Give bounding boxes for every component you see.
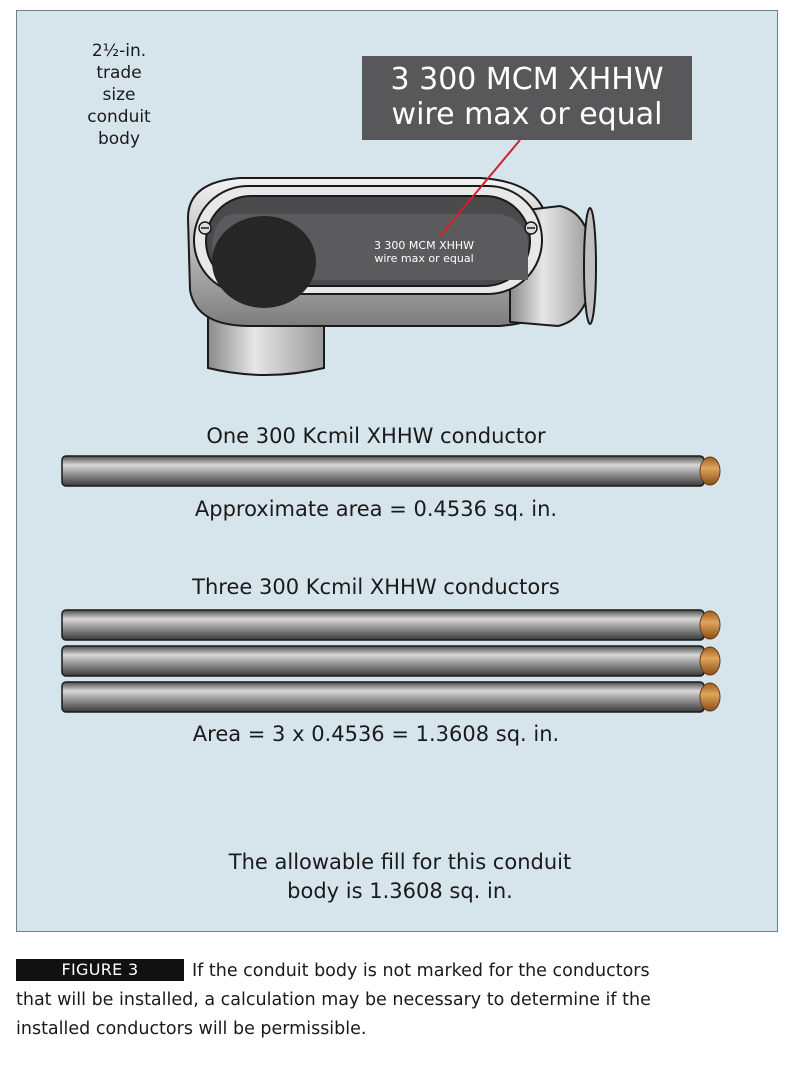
- trade-size-line-4: body: [97, 129, 141, 149]
- one-conductor-title: One 300 Kcmil XHHW conductor: [206, 424, 546, 448]
- three-conductors-title: Three 300 Kcmil XHHW conductors: [192, 575, 560, 599]
- single-conductor: [61, 455, 721, 487]
- trade-size-line-3: conduit: [87, 107, 151, 127]
- conduit-marking-line-1: 3 300 MCM XHHW: [374, 239, 474, 252]
- callout-line-1: 3 300 MCM XHHW: [390, 62, 664, 97]
- allowable-fill-line-1: The allowable fill for this conduit: [228, 850, 572, 874]
- callout-leader-line: [439, 139, 521, 237]
- callout-box: 3 300 MCM XHHW wire max or equal: [362, 56, 692, 140]
- allowable-fill-line-2: body is 1.3608 sq. in.: [287, 879, 513, 903]
- trade-size-label: 2½-in. trade size conduit body: [84, 40, 154, 150]
- conduit-marking-line-2: wire max or equal: [374, 252, 473, 265]
- trade-size-line-1: 2½-in.: [91, 41, 147, 61]
- one-conductor-area: Approximate area = 0.4536 sq. in.: [194, 497, 558, 521]
- caption-text: If the conduit body is not marked for th…: [16, 961, 651, 1039]
- conduit-body-drawing: [186, 177, 597, 376]
- figure-badge: FIGURE 3: [16, 959, 184, 981]
- trade-size-line-2: trade size: [96, 63, 142, 105]
- three-conductors-area: Area = 3 x 0.4536 = 1.3608 sq. in.: [192, 722, 560, 746]
- allowable-fill-text: The allowable fill for this conduit body…: [170, 848, 630, 906]
- three-conductors: [61, 609, 721, 713]
- callout-line-2: wire max or equal: [391, 97, 663, 132]
